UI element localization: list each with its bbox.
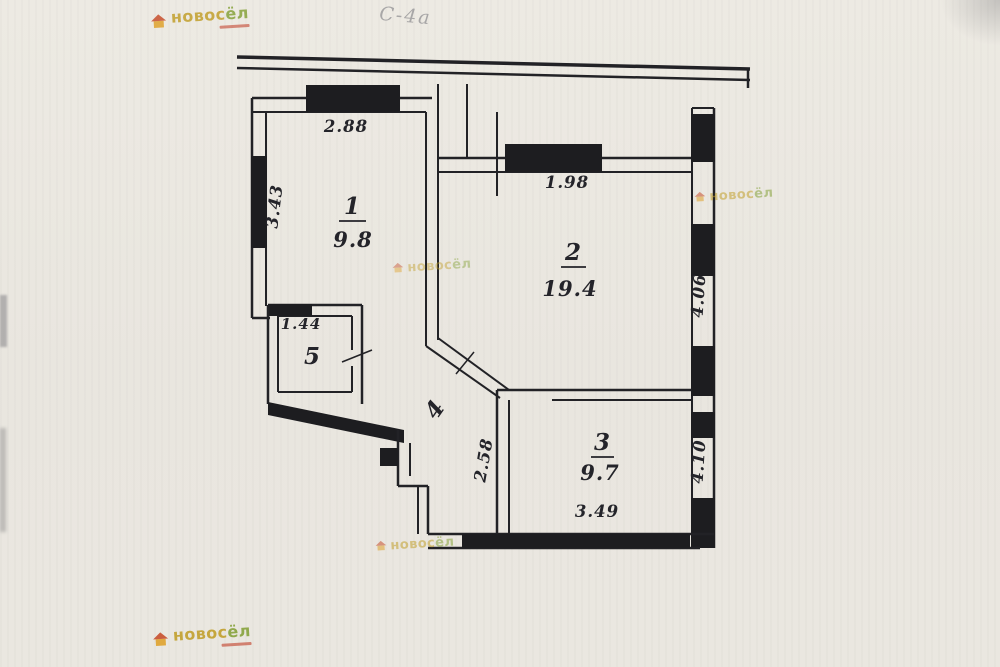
- wall-line: [425, 345, 501, 399]
- room3-width-dim: 3.49: [575, 502, 619, 521]
- room5-walls: [266, 303, 373, 404]
- wall-hatch: [691, 498, 715, 548]
- room3-left-dim: 2.58: [470, 437, 497, 485]
- wall-hatch: [251, 156, 267, 248]
- right-outer-wall: [691, 107, 716, 548]
- room2-area: 19.4: [542, 276, 597, 301]
- door-tick: [341, 349, 373, 363]
- wall-hatch: [691, 346, 715, 396]
- wall-hatch: [691, 412, 715, 438]
- room3-area: 9.7: [580, 460, 620, 485]
- window-hatch: [505, 144, 602, 172]
- wall-hatch: [380, 448, 398, 466]
- door-tick: [455, 351, 475, 375]
- room3-number: 3: [594, 429, 610, 456]
- room1-room2-divider: [425, 84, 510, 399]
- building-edge-band: [236, 55, 751, 88]
- handwritten-note: С-4а: [378, 3, 432, 29]
- wall-line: [236, 55, 751, 71]
- room1-area: 9.8: [333, 227, 373, 252]
- wall-line: [236, 66, 751, 82]
- wall-hatch: [462, 534, 690, 548]
- room2-room3-divider: [495, 388, 692, 548]
- entry-boundary: [268, 402, 430, 534]
- room1-height-dim: 3.43: [262, 183, 286, 229]
- plan-labels: 1 9.8 2.88 3.43 2 19.4 1.98 4.06 3 9.7 3…: [262, 3, 709, 521]
- wall-hatch: [691, 224, 715, 276]
- room3-height-dim: 4.10: [687, 439, 709, 484]
- room2-height-dim: 4.06: [687, 273, 709, 318]
- room1-width-dim: 2.88: [323, 117, 368, 136]
- room1-walls: [250, 85, 432, 320]
- room1-number: 1: [344, 193, 360, 220]
- wall-hatch: [268, 304, 312, 316]
- room2-top-wall: [438, 112, 695, 196]
- wall-line: [437, 337, 510, 391]
- wall-hatch: [268, 402, 404, 443]
- room5-width-dim: 1.44: [281, 315, 322, 333]
- window-hatch: [306, 85, 400, 112]
- wall-hatch: [691, 114, 715, 162]
- room2-width-dim: 1.98: [545, 173, 589, 192]
- room5-number: 5: [304, 343, 320, 370]
- room4-number: 4: [419, 395, 450, 424]
- room2-number: 2: [564, 239, 581, 266]
- bottom-outer-wall: [428, 532, 714, 550]
